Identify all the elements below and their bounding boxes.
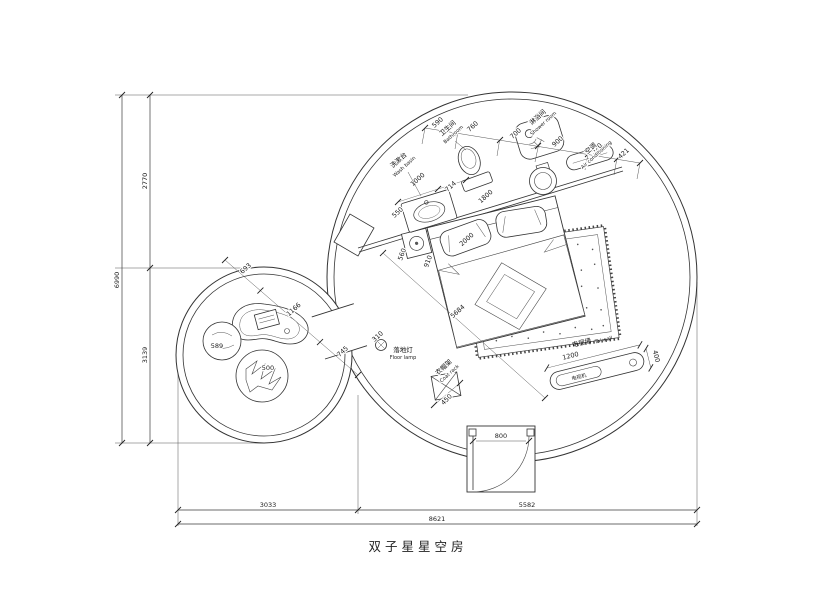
- pillow: [439, 219, 492, 257]
- wash-basin: [400, 189, 458, 233]
- air-conditioner: [566, 144, 614, 171]
- svg-text:Floor lamp: Floor lamp: [390, 355, 417, 361]
- wall-niche: [333, 213, 375, 257]
- pillow: [495, 205, 548, 238]
- door-swing-arc: [472, 435, 530, 493]
- pouf-small: [202, 321, 242, 361]
- pedestal-sink: [529, 161, 557, 195]
- dim-bottom-left: 3033: [260, 501, 277, 509]
- dimension-lines-bottom: 3033 5582 8621: [174, 282, 701, 528]
- toilet: [457, 145, 493, 192]
- blanket: [438, 234, 586, 348]
- dimension-lines-left: 2770 3139 6990: [113, 91, 468, 447]
- dim-left-total: 6990: [113, 272, 121, 289]
- svg-text:落地灯: 落地灯: [393, 345, 413, 354]
- passage: [311, 303, 368, 360]
- nightstand: [400, 227, 433, 260]
- dim-left-lower: 3139: [141, 347, 149, 364]
- dim-pouf-small: 589: [211, 342, 223, 350]
- dim-left-upper: 2770: [141, 173, 149, 190]
- tv-cabinet: 电视机 1200 400: [544, 340, 662, 390]
- entrance-door: 800: [466, 425, 536, 493]
- coffee-table: [231, 303, 309, 345]
- dim-tv-depth: 400: [651, 349, 662, 363]
- svg-text:TV wall: TV wall: [593, 335, 613, 345]
- floor-lamp: [375, 339, 387, 351]
- dim-pouf-large: 500: [262, 364, 274, 372]
- floor-lamp-label: 落地灯 Floor lamp: [390, 345, 417, 361]
- shower: [514, 115, 565, 160]
- dim-bottom-right: 5582: [519, 501, 536, 509]
- page-title: 双子星星空房: [368, 539, 467, 554]
- coat-rack: [430, 371, 462, 401]
- dim-door: 800: [495, 432, 507, 440]
- bed: [426, 195, 586, 349]
- pouf-large: [235, 349, 289, 403]
- dim-bottom-total: 8621: [429, 515, 446, 523]
